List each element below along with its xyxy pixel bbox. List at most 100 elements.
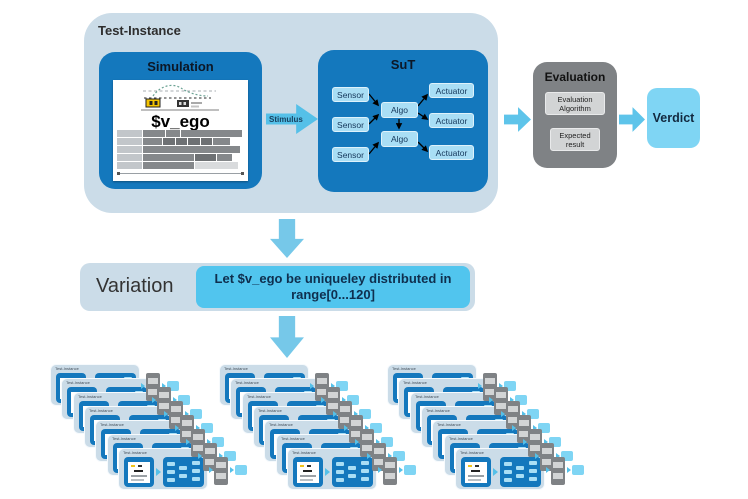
mini-verdict-box (336, 381, 348, 391)
test-instance-container: Test-Instance Simulation (84, 13, 498, 213)
screenshot-scrollbar (117, 172, 244, 177)
mini-evaluation-verdict-group (344, 415, 384, 445)
variation-row: Variation Let $v_ego be uniqueley distri… (80, 263, 475, 311)
actuator-node: Actuator (429, 83, 474, 98)
mini-evaluation-verdict-group (321, 387, 361, 417)
mini-arrow-icon (196, 425, 200, 431)
mini-arrow-icon (230, 467, 234, 473)
sensor-node: Sensor (332, 147, 369, 162)
actuator-node: Actuator (429, 145, 474, 160)
mini-verdict-box (370, 423, 382, 433)
mini-verdict-box (167, 381, 179, 391)
mini-arrow-icon (173, 397, 177, 403)
sut-box: SuT Sensor Sensor Se (318, 50, 488, 192)
mini-simulation-screen (465, 462, 487, 483)
mini-simulation-box (124, 457, 154, 487)
mini-simulation-box (293, 457, 323, 487)
mini-verdict-box (561, 451, 573, 461)
mini-arrow-icon (522, 411, 526, 417)
mini-card-label: Test-Instance (392, 366, 416, 371)
mini-arrow-icon (333, 411, 337, 417)
mini-evaluation-box (528, 429, 542, 457)
sut-connection-arrows (368, 93, 429, 155)
mini-arrow-icon (344, 425, 348, 431)
mini-evaluation-verdict-group (198, 443, 238, 473)
mini-evaluation-verdict-group (378, 457, 418, 487)
sut-title: SuT (390, 57, 416, 72)
mini-arrow-icon (544, 439, 548, 445)
mini-arrow-icon (546, 467, 550, 473)
mini-card-label: Test-Instance (449, 436, 473, 441)
mini-verdict-box (347, 395, 359, 405)
evaluation-box: Evaluation Evaluation Algorithm Expected… (533, 62, 617, 168)
mini-simulation-box (461, 457, 491, 487)
mini-evaluation-box (506, 401, 520, 429)
mini-evaluation-box (203, 443, 217, 471)
arrow-to-evaluation-icon (504, 107, 531, 132)
parameter-row (117, 146, 244, 153)
verdict-label: Verdict (652, 111, 695, 125)
expected-result-box: Expected result (550, 128, 600, 151)
mini-test-instance-card: Test-Instance (287, 448, 377, 490)
road-scene-icon (141, 84, 219, 111)
variation-label: Variation (96, 275, 174, 297)
mini-verdict-box (212, 437, 224, 447)
mini-evaluation-verdict-group (367, 443, 407, 473)
mini-arrow-icon (186, 439, 190, 445)
mini-evaluation-verdict-group (333, 401, 373, 431)
mini-stimulus-arrow-icon (156, 468, 161, 476)
mini-simulation-screen (297, 462, 319, 483)
mini-evaluation-box (157, 387, 171, 415)
mini-arrow-icon (310, 383, 314, 389)
parameter-table (117, 130, 244, 170)
mini-evaluation-box (146, 373, 160, 401)
evaluation-algorithm-box: Evaluation Algorithm (545, 92, 605, 115)
mini-card-label: Test-Instance (78, 394, 102, 399)
mini-card-label: Test-Instance (403, 380, 427, 385)
mini-evaluation-box (315, 373, 329, 401)
mini-evaluation-verdict-group (209, 457, 249, 487)
arrow-down-to-variation-icon (270, 219, 304, 258)
mini-evaluation-box (360, 429, 374, 457)
parameter-row (117, 130, 244, 137)
mini-verdict-box (381, 437, 393, 447)
mini-evaluation-box (372, 443, 386, 471)
mini-arrow-icon (478, 383, 482, 389)
mini-arrow-icon (556, 453, 560, 459)
mini-card-label: Test-Instance (123, 450, 147, 455)
arrow-to-verdict-icon (619, 107, 645, 132)
mini-evaluation-verdict-group (535, 443, 575, 473)
mini-arrow-icon (376, 439, 380, 445)
mini-arrow-icon (489, 397, 493, 403)
mini-arrow-icon (321, 397, 325, 403)
mini-arrow-icon (152, 397, 156, 403)
mini-arrow-icon (219, 453, 223, 459)
mini-arrow-icon (523, 439, 527, 445)
mini-card-label: Test-Instance (235, 380, 259, 385)
variation-rule-line2: range[0...120] (291, 287, 375, 302)
mini-evaluation-box (180, 415, 194, 443)
mini-arrow-icon (499, 383, 503, 389)
mini-arrow-icon (354, 411, 358, 417)
verdict-box: Verdict (647, 88, 700, 148)
mini-arrow-icon (365, 425, 369, 431)
mini-arrow-icon (209, 467, 213, 473)
mini-verdict-box (359, 409, 371, 419)
mini-card-label: Test-Instance (224, 366, 248, 371)
mini-card-label: Test-Instance (292, 450, 316, 455)
mini-simulation-screen (128, 462, 150, 483)
mini-verdict-box (404, 465, 416, 475)
mini-arrow-icon (355, 439, 359, 445)
test-instance-label: Test-Instance (98, 23, 181, 38)
mini-arrow-icon (501, 411, 505, 417)
mini-arrow-icon (198, 453, 202, 459)
mini-evaluation-verdict-group (546, 457, 586, 487)
mini-evaluation-verdict-group (186, 429, 226, 459)
mini-evaluation-verdict-group (355, 429, 395, 459)
mini-card-label: Test-Instance (281, 436, 305, 441)
mini-evaluation-box (214, 457, 228, 485)
simulation-variable: $v_ego (151, 112, 210, 131)
mini-card-label: Test-Instance (89, 408, 113, 413)
mini-evaluation-box (540, 443, 554, 471)
